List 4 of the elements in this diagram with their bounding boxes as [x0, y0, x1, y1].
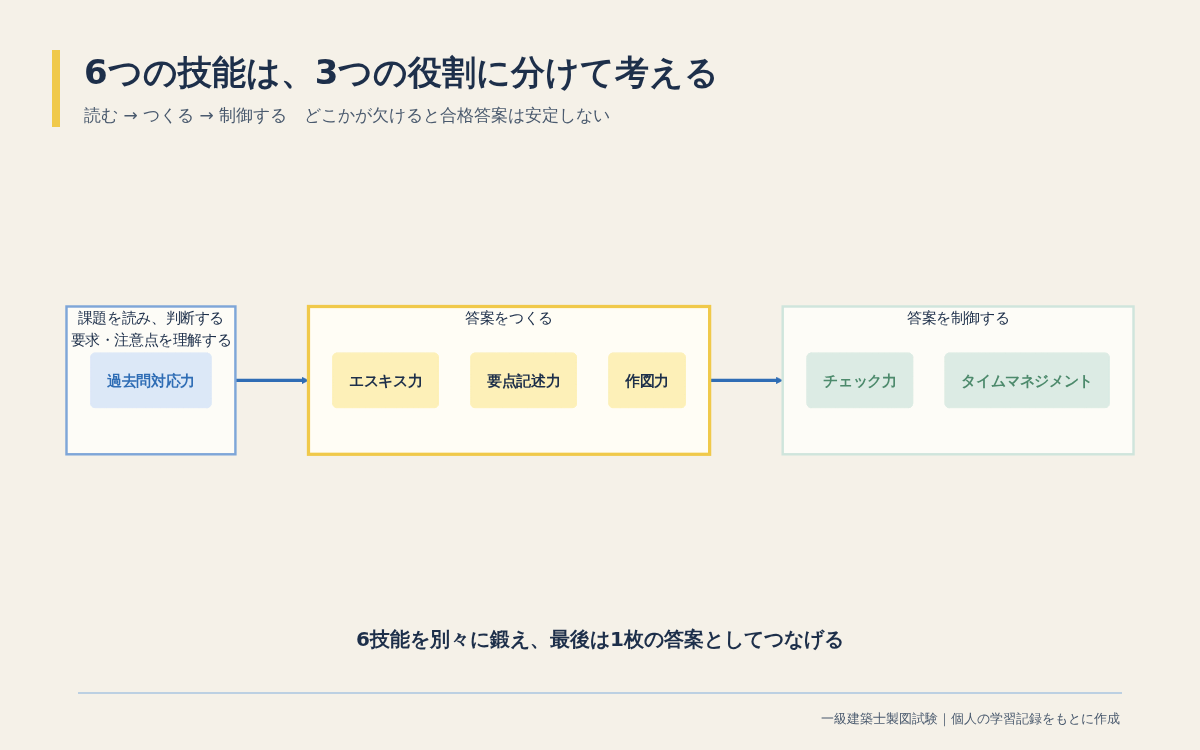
subtitle: 読む → つくる → 制御する どこかが欠けると合格答案は安定しない: [84, 104, 611, 127]
summary-text: 6技能を別々に鍛え、最後は1枚の答案としてつなげる: [356, 627, 844, 651]
caption: 一級建築士製図試験｜個人の学習記録をもとに作成: [821, 710, 1120, 728]
title: 6つの技能は、3つの役割に分けて考える: [84, 51, 720, 94]
